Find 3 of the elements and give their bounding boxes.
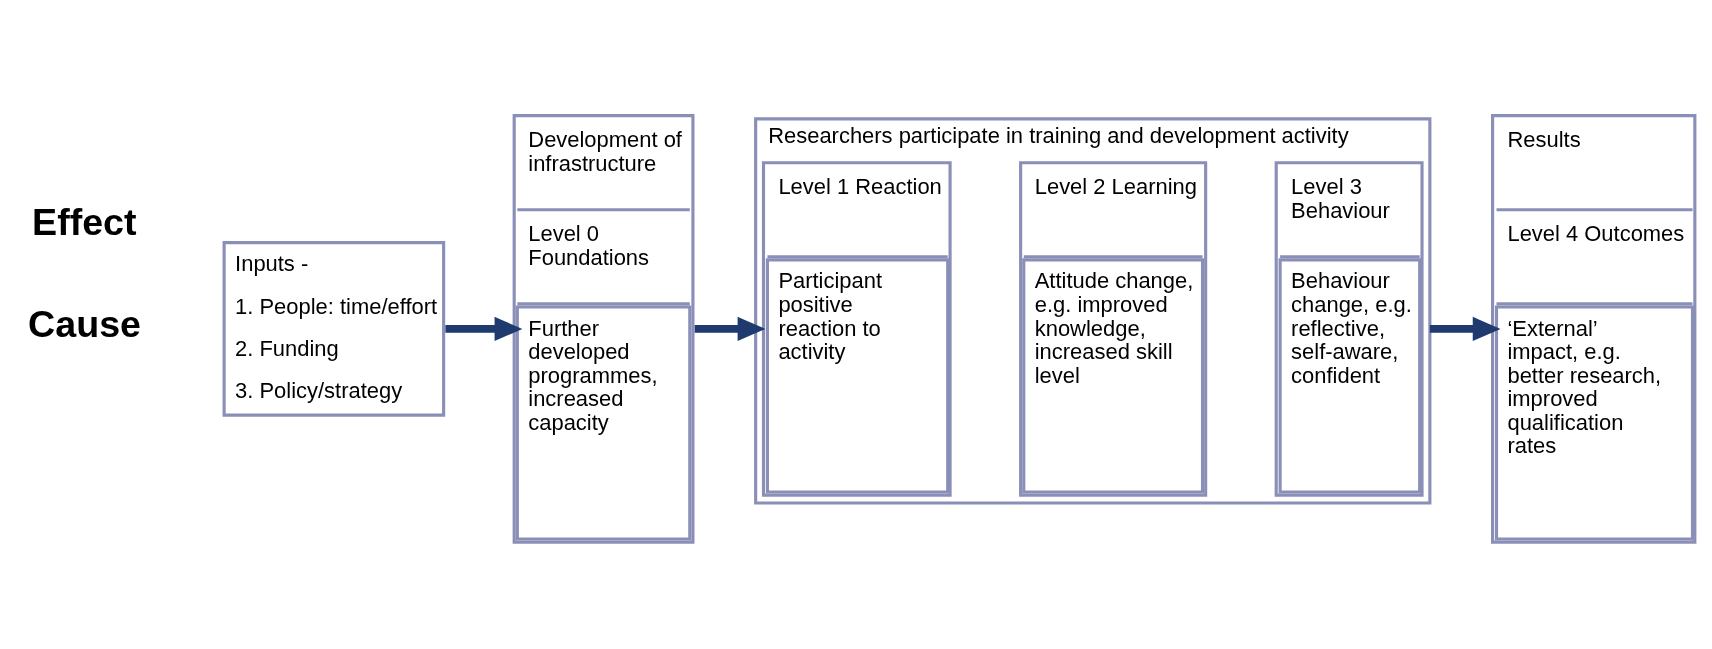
label: Effect (32, 200, 137, 243)
arrow (1429, 316, 1501, 341)
label: Cause (28, 302, 142, 345)
